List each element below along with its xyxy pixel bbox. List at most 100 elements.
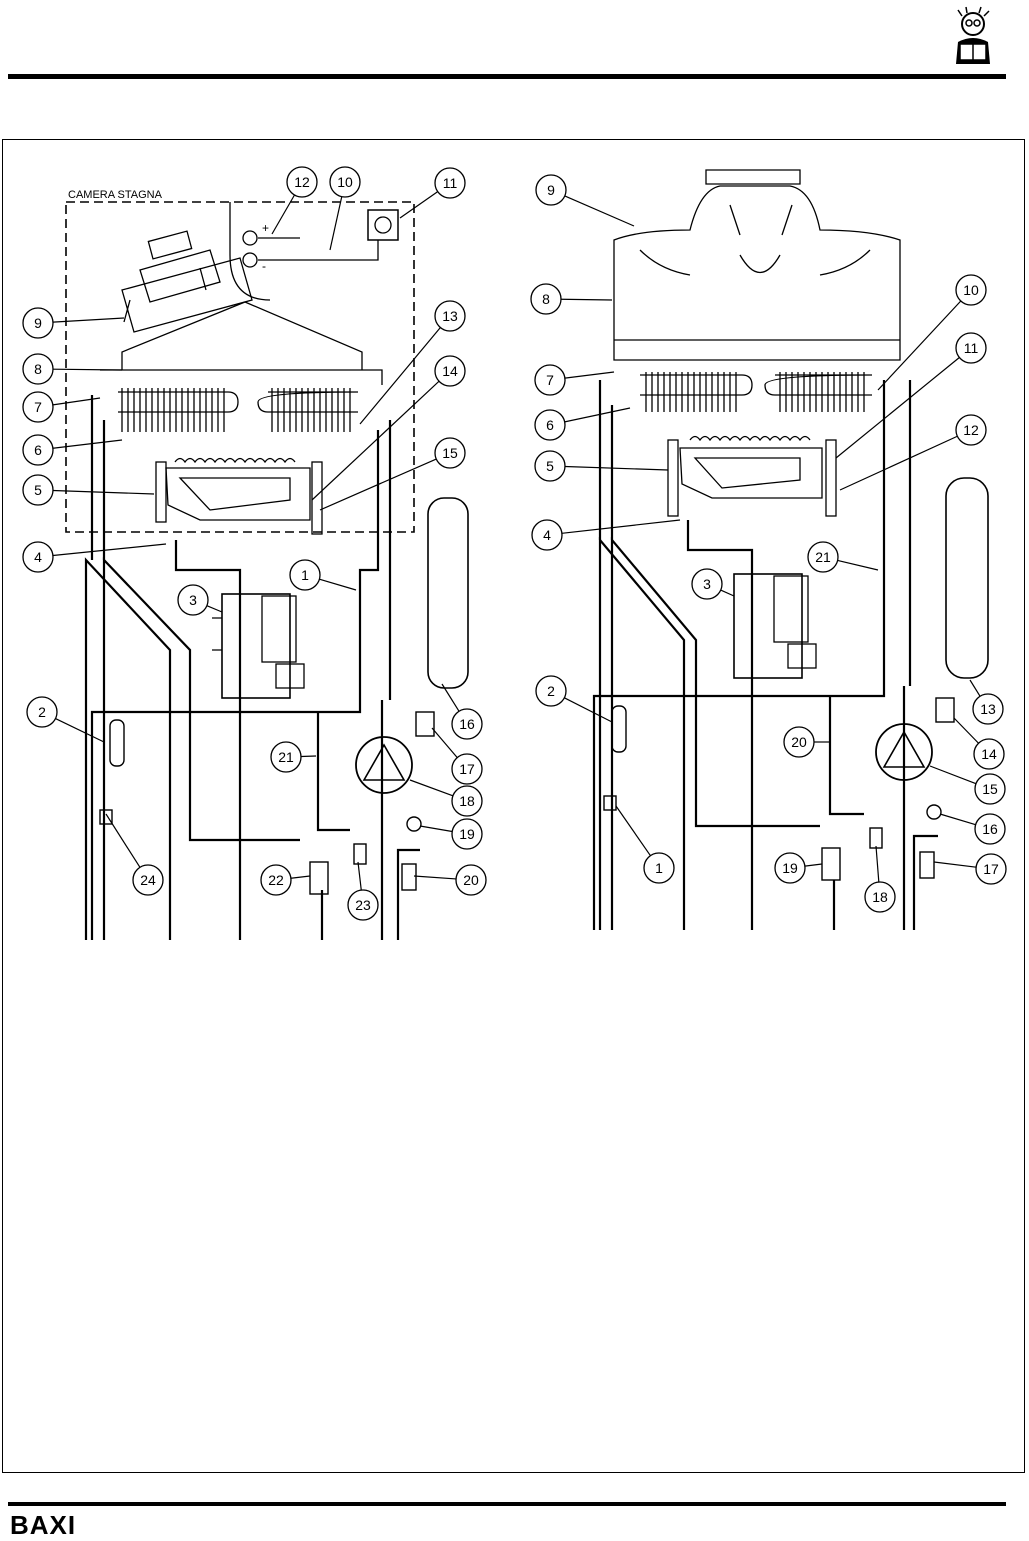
left-leader-18 [409, 779, 454, 797]
gas-valve-icon [733, 573, 817, 679]
right-callout-4: 4 [531, 519, 681, 551]
right-leader-21 [837, 559, 879, 571]
safety-valve-icon [869, 827, 883, 849]
pressure-gauge-icon [926, 804, 942, 820]
left-callout-label: 3 [189, 592, 197, 608]
flue-outlet [705, 169, 801, 185]
left-callout-24: 24 [105, 813, 164, 896]
left-leader-1 [319, 578, 357, 591]
right-callout-12: 12 [839, 414, 987, 491]
right-leader-8 [560, 298, 613, 301]
left-callout-5: 5 [22, 474, 155, 506]
left-callout-label: 16 [459, 716, 475, 732]
left-callout-label: 22 [268, 872, 284, 888]
right-leader-15 [929, 765, 977, 785]
right-leader-9 [564, 195, 635, 227]
left-leader-8 [52, 368, 123, 371]
pressure-gauge-icon [406, 816, 422, 832]
expansion-vessel-icon [427, 497, 469, 689]
fill-tap-icon [401, 863, 417, 891]
right-callout-label: 7 [546, 372, 554, 388]
left-callout-label: 14 [442, 363, 458, 379]
left-leader-11 [399, 191, 439, 219]
heat-exchanger [640, 372, 873, 412]
right-callout-8: 8 [530, 283, 613, 315]
left-leader-9 [52, 317, 125, 323]
dhw-sensor-icon [611, 705, 627, 753]
left-leader-6 [52, 439, 123, 449]
right-callout-label: 15 [982, 781, 998, 797]
left-callout-8: 8 [22, 353, 123, 385]
right-leader-18 [875, 845, 880, 883]
heat-exchanger [118, 388, 359, 432]
left-callout-label: 6 [34, 442, 42, 458]
left-leader-3 [206, 605, 223, 613]
right-leader-2 [564, 697, 613, 723]
left-callout-16: 16 [441, 683, 483, 740]
burner [667, 435, 837, 517]
brand-logo: BAXI [10, 1510, 77, 1540]
right-callout-label: 8 [542, 291, 550, 307]
right-callout-14: 14 [953, 717, 1005, 770]
right-callout-label: 4 [543, 527, 551, 543]
left-callout-label: 9 [34, 315, 42, 331]
left-callout-21: 21 [270, 741, 317, 773]
air-vent-icon [935, 697, 955, 723]
left-leader-10 [329, 196, 343, 251]
right-leader-5 [564, 465, 669, 471]
left-leader-23 [357, 861, 362, 891]
right-diagram [592, 169, 989, 930]
flow-switch-icon [821, 847, 841, 881]
left-pipes [84, 395, 420, 940]
right-callout-1: 1 [615, 805, 675, 884]
left-callout-4: 4 [22, 541, 167, 573]
right-callout-label: 14 [981, 746, 997, 762]
left-leader-15 [319, 458, 437, 511]
terminal-minus-label: - [262, 259, 266, 273]
drain-icon [603, 795, 617, 811]
terminal-plus-label: + [262, 221, 269, 235]
left-callout-12: 12 [271, 166, 318, 235]
right-leader-10 [877, 300, 962, 391]
right-leader-16 [939, 813, 976, 826]
left-leader-12 [271, 194, 296, 235]
right-leader-4 [561, 519, 681, 534]
chamber-label: CAMERA STAGNA [68, 189, 163, 201]
left-callout-11: 11 [399, 167, 466, 219]
left-callout-22: 22 [260, 864, 311, 896]
left-callout-label: 17 [459, 761, 475, 777]
diagram-frame [2, 139, 1025, 1473]
right-callout-9: 9 [535, 174, 635, 227]
left-callout-18: 18 [409, 779, 483, 817]
left-callout-9: 9 [22, 307, 125, 339]
terminal-minus-icon [242, 252, 258, 268]
expansion-vessel-icon [945, 477, 989, 679]
left-leader-7 [52, 397, 101, 406]
right-leader-11 [835, 357, 960, 459]
left-callout-label: 21 [278, 749, 294, 765]
right-leader-19 [804, 863, 823, 867]
right-callout-label: 21 [815, 549, 831, 565]
circulation-pump-icon [355, 736, 413, 794]
header-rule [8, 74, 1006, 79]
right-callout-label: 9 [547, 182, 555, 198]
left-leader-13 [359, 327, 441, 425]
footer-rule [8, 1502, 1006, 1506]
left-callout-label: 5 [34, 482, 42, 498]
left-callout-label: 12 [294, 174, 310, 190]
left-leader-20 [413, 875, 457, 880]
left-callout-23: 23 [347, 861, 379, 921]
right-callout-19: 19 [774, 852, 823, 884]
left-callout-label: 20 [463, 872, 479, 888]
left-callout-20: 20 [413, 864, 487, 896]
right-callout-11: 11 [835, 332, 987, 459]
right-leader-17 [933, 861, 977, 868]
right-callout-label: 20 [791, 734, 807, 750]
left-callout-1: 1 [289, 559, 357, 591]
right-callout-17: 17 [933, 853, 1007, 885]
left-callout-6: 6 [22, 434, 123, 466]
right-callout-13: 13 [969, 679, 1004, 725]
